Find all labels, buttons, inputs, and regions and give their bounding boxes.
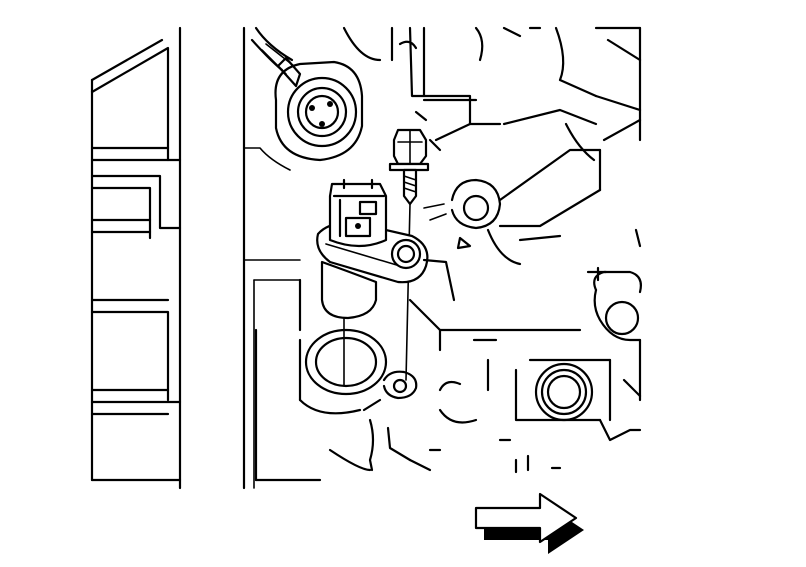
left-panel-structure bbox=[90, 26, 301, 490]
mounting-bolt bbox=[388, 128, 430, 381]
sensor-bore bbox=[298, 328, 388, 415]
lower-housing bbox=[254, 258, 642, 482]
right-boss bbox=[586, 266, 642, 342]
upper-housing bbox=[342, 26, 642, 162]
sensor bbox=[316, 178, 429, 387]
electrical-connector bbox=[261, 43, 364, 162]
port-ring bbox=[534, 362, 594, 422]
direction-arrow bbox=[474, 492, 584, 554]
housing-boss bbox=[423, 148, 642, 266]
bolt-hole bbox=[362, 370, 418, 412]
